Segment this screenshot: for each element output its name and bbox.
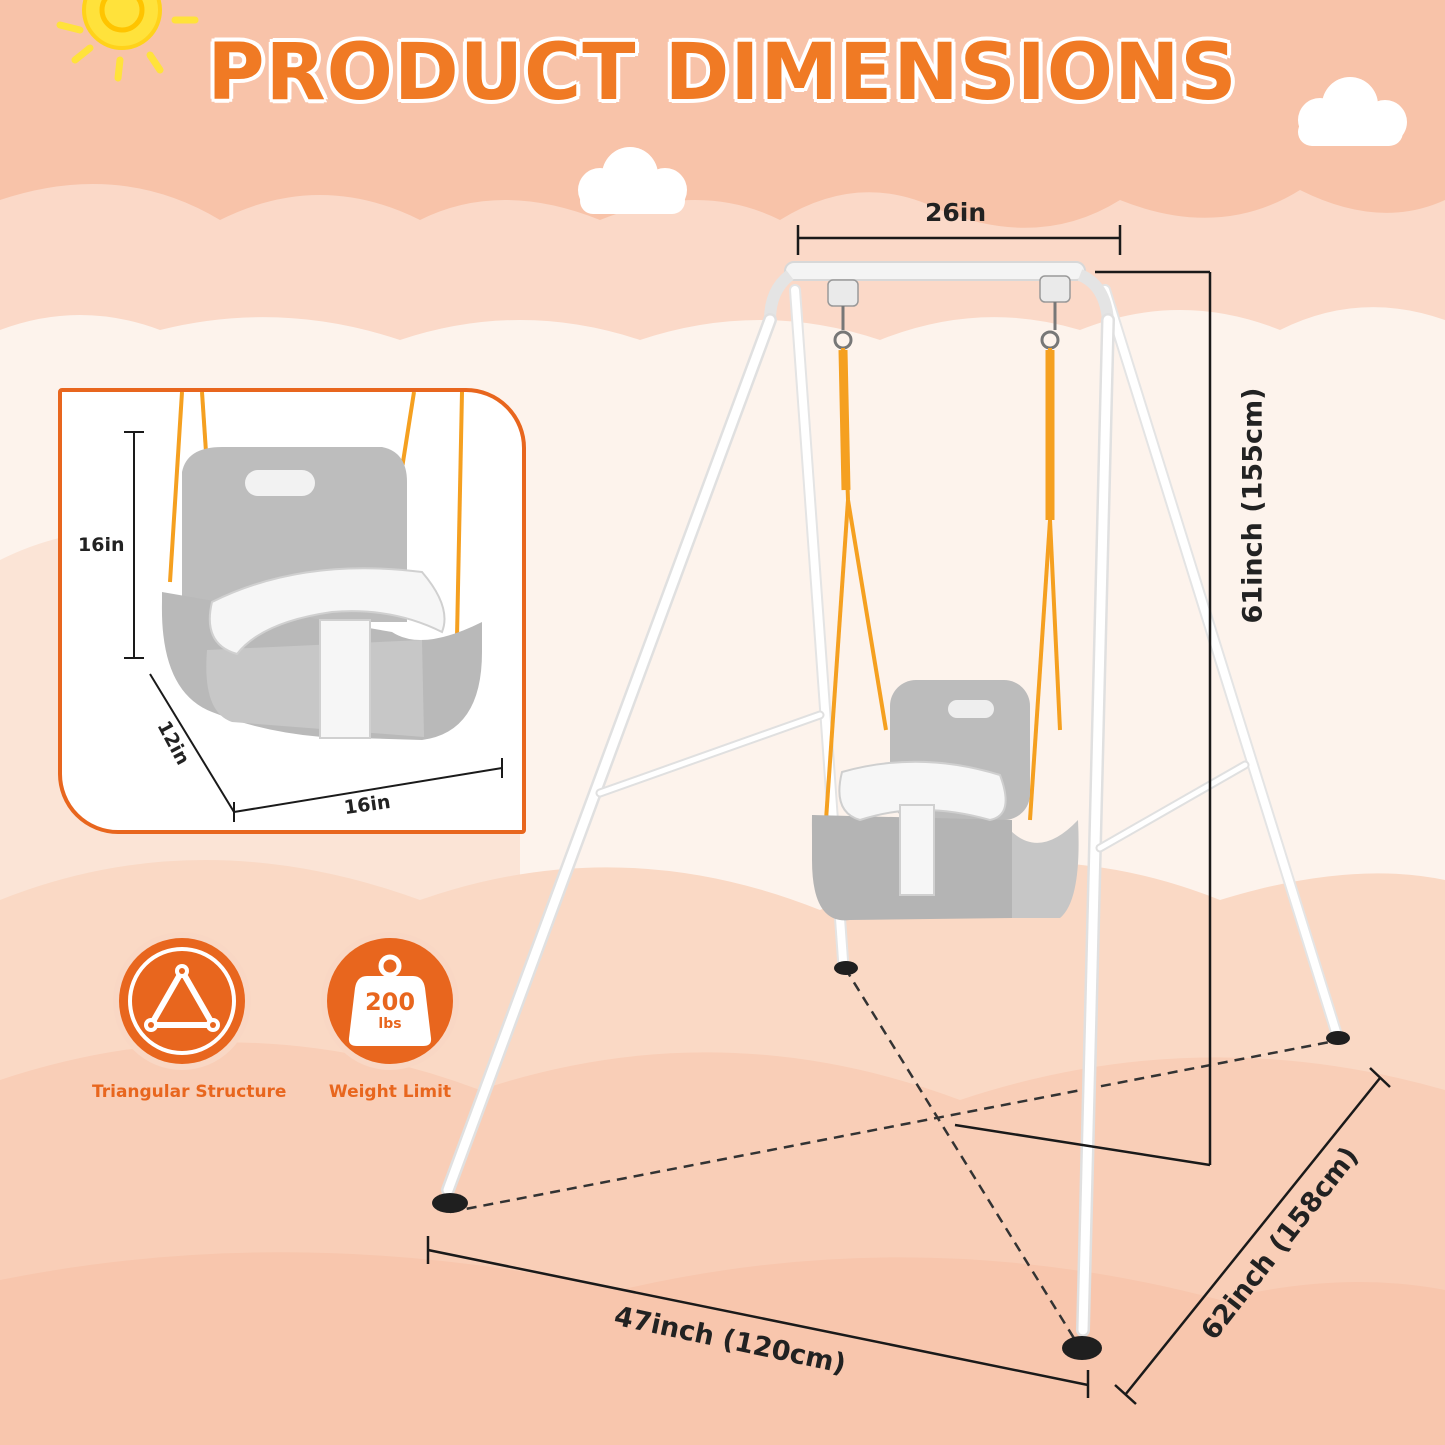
swing-seat xyxy=(811,680,1079,921)
sun-icon xyxy=(56,0,199,82)
seat-height-label: 16in xyxy=(78,534,125,556)
height-label: 61inch (155cm) xyxy=(1237,387,1269,624)
weight-value: 200 xyxy=(364,988,416,1016)
page-title: PRODUCT DIMENSIONS xyxy=(207,28,1238,118)
seat-dimensions-panel: 16in 12in 16in xyxy=(58,388,526,834)
weight-icon: 200 lbs xyxy=(327,938,453,1064)
top-width-label: 26in xyxy=(925,198,987,227)
cloud-icon xyxy=(578,147,687,214)
seat-closeup-illustration xyxy=(124,392,503,822)
triangle-structure-icon xyxy=(119,938,245,1064)
cloud-icon xyxy=(1298,77,1407,146)
feature-label: Weight Limit xyxy=(328,1082,452,1102)
feature-label: Triangular Structure xyxy=(92,1082,287,1102)
feature-triangular-structure: Triangular Structure xyxy=(92,938,287,1102)
feature-weight-limit: 200 lbs Weight Limit xyxy=(300,938,480,1102)
weight-unit: lbs xyxy=(378,1016,402,1032)
